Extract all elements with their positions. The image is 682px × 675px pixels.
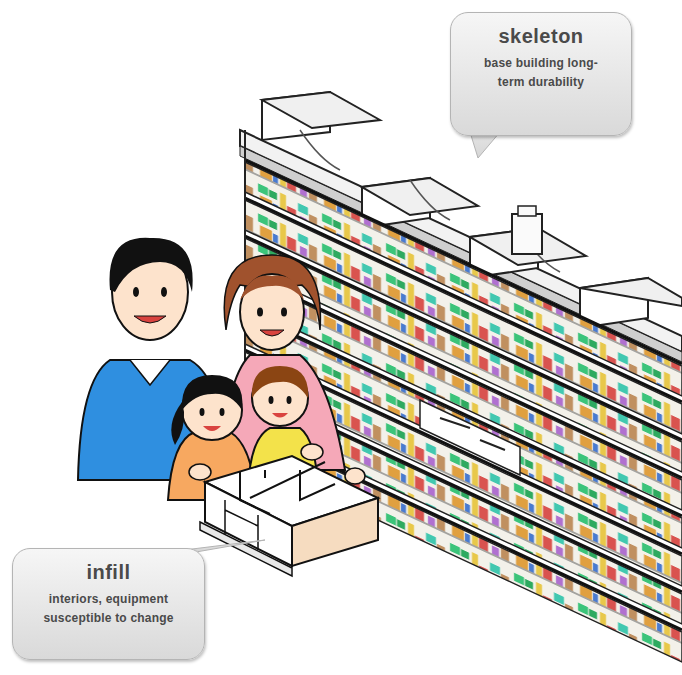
callout-heading: skeleton [451,25,631,48]
callout-text: interiors, equipment susceptible to chan… [41,590,177,627]
callout-bubble: infill interiors, equipment susceptible t… [12,548,205,660]
callout-text: base building long-term durability [473,54,609,91]
callout-bubble: skeleton base building long-term durabili… [450,12,632,136]
callout-heading: infill [13,561,204,584]
